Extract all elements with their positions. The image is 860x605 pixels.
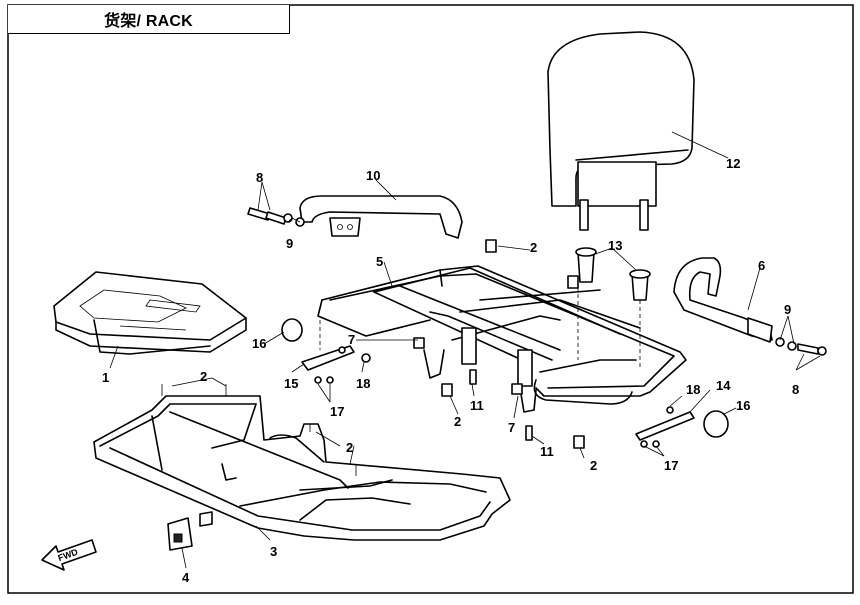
center-bolts <box>413 239 585 449</box>
callout-6: 6 <box>758 258 765 273</box>
callout-11-b: 11 <box>540 444 554 459</box>
callout-labels: 1 2 3 4 5 6 7 8 9 10 11 12 13 14 15 16 1… <box>57 156 800 585</box>
callout-17-b: 17 <box>664 458 678 473</box>
callout-3: 3 <box>270 544 277 559</box>
left-handle-bolts <box>247 207 305 227</box>
right-handle-bolts <box>775 337 827 356</box>
callout-8-a: 8 <box>256 170 263 185</box>
leader-lines <box>109 131 821 569</box>
callout-16-a: 16 <box>252 336 266 351</box>
callout-7-a: 7 <box>348 332 355 347</box>
callout-4: 4 <box>182 570 190 585</box>
callout-16-b: 16 <box>736 398 750 413</box>
part-sleeves <box>575 247 651 301</box>
part-backrest <box>547 31 695 231</box>
diagram-title: 货架/ RACK <box>104 13 193 30</box>
callout-2-b: 2 <box>530 240 537 255</box>
part-main-rack-frame <box>317 265 687 413</box>
callout-18-a: 18 <box>356 376 370 391</box>
callout-9-b: 9 <box>784 302 791 317</box>
part-storage-cover <box>53 271 247 355</box>
callout-1: 1 <box>102 370 109 385</box>
callout-8-b: 8 <box>792 382 799 397</box>
callout-2-a: 2 <box>200 369 207 384</box>
callout-15: 15 <box>284 376 298 391</box>
callout-2-c: 2 <box>454 414 461 429</box>
title-box: 货架/ RACK <box>8 5 290 34</box>
callout-18-b: 18 <box>686 382 700 397</box>
callout-17-a: 17 <box>330 404 344 419</box>
part-brackets <box>301 345 695 448</box>
callout-14: 14 <box>716 378 731 393</box>
fwd-arrow <box>41 539 97 571</box>
callout-13: 13 <box>608 238 622 253</box>
callout-9-a: 9 <box>286 236 293 251</box>
callout-12: 12 <box>726 156 740 171</box>
callout-7-b: 7 <box>508 420 515 435</box>
part-front-rack-frame <box>93 384 511 541</box>
part-reflectors <box>281 318 729 438</box>
outer-frame <box>7 4 854 594</box>
callout-2-d: 2 <box>590 458 597 473</box>
callout-5: 5 <box>376 254 383 269</box>
callout-2-e: 2 <box>346 440 353 455</box>
part-left-handle <box>299 195 463 239</box>
callout-11-a: 11 <box>470 398 484 413</box>
part-clip <box>167 517 193 551</box>
part-right-handle <box>673 257 773 343</box>
callout-10: 10 <box>366 168 380 183</box>
